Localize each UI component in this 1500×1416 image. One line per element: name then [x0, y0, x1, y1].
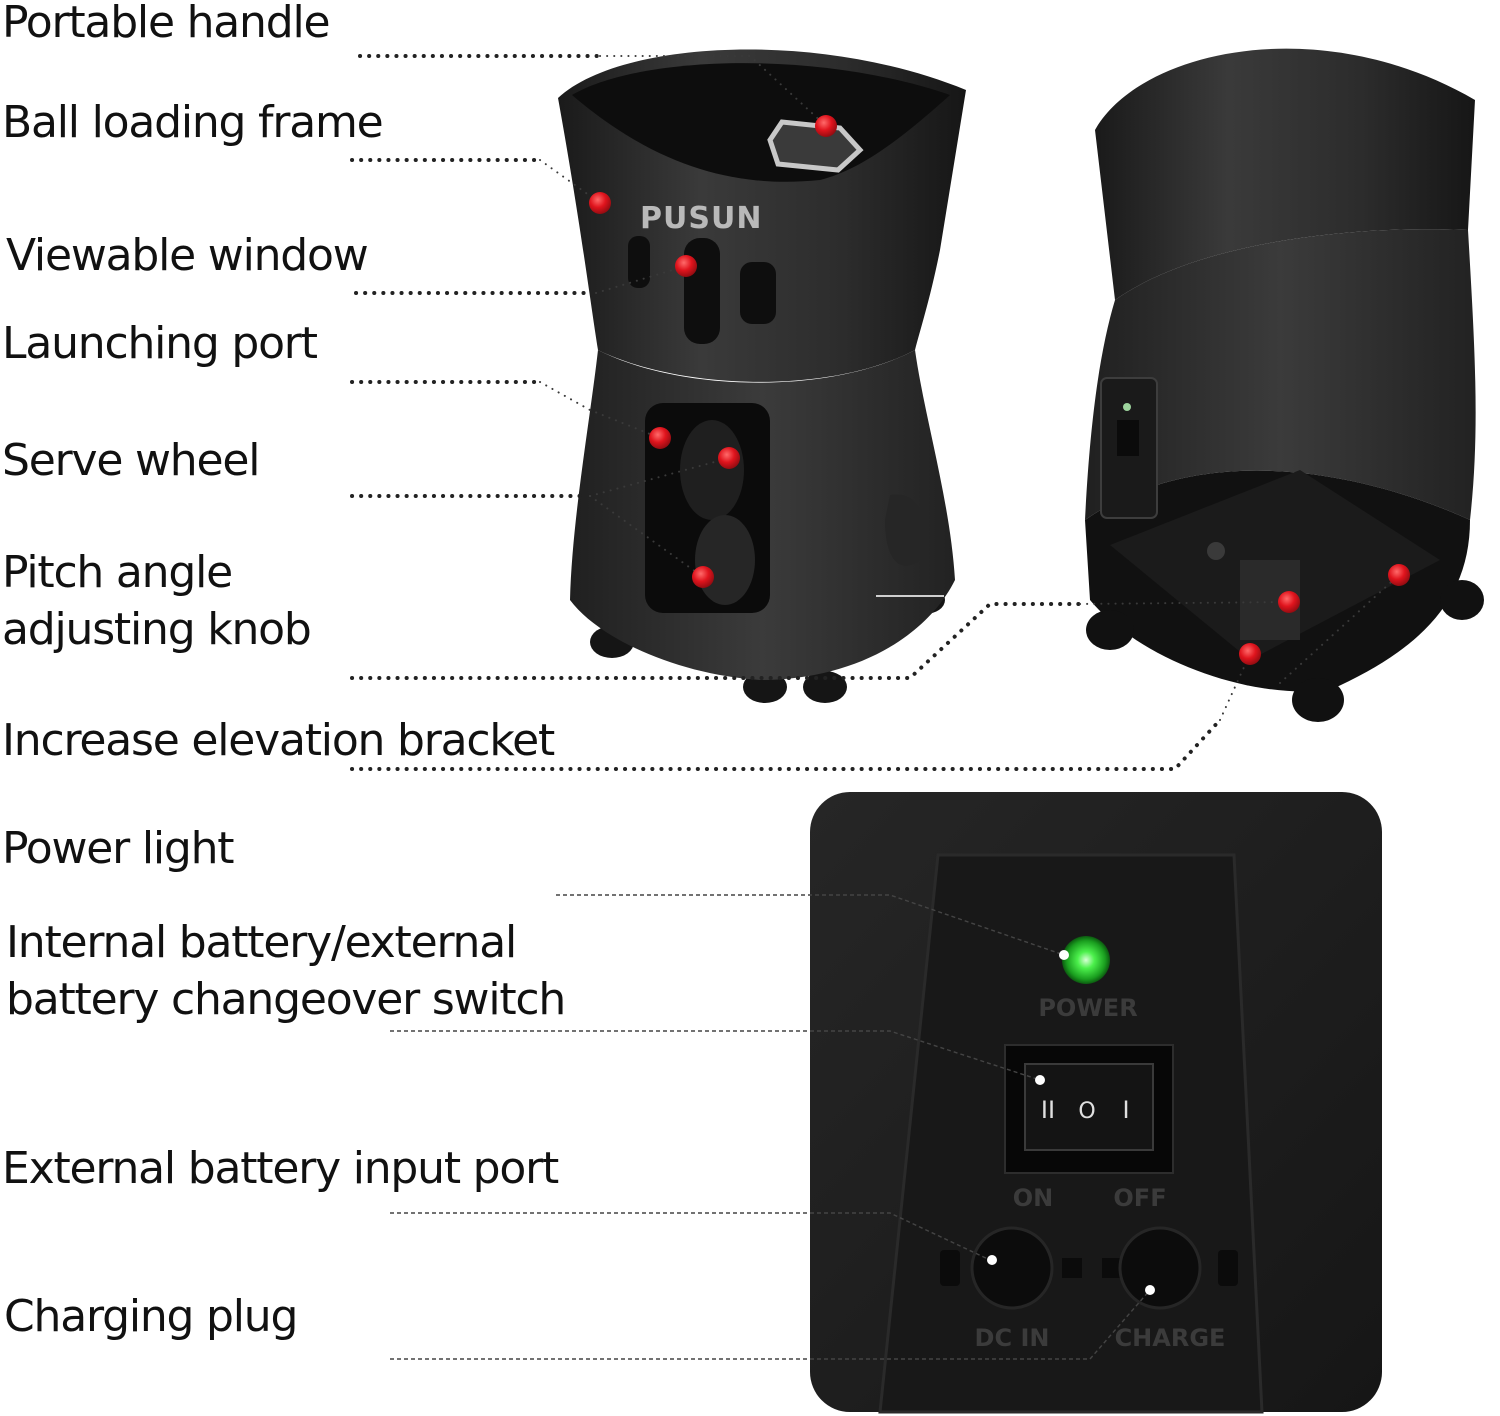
marker-loading-frame	[589, 192, 611, 214]
label-portable-handle: Portable handle	[2, 0, 331, 48]
brand-logo: PUSUN	[640, 201, 762, 236]
switch-off-label: OFF	[1113, 1184, 1166, 1212]
power-led-icon	[1062, 936, 1110, 984]
marker-serve-wheel-bottom	[692, 566, 714, 588]
marker-serve-wheel-top	[718, 447, 740, 469]
dc-in-port-icon	[970, 1226, 1054, 1310]
switch-symbol-left: II	[1041, 1096, 1055, 1124]
label-increase-elevation-bracket: Increase elevation bracket	[2, 715, 555, 766]
control-panel-closeup: POWER II O I ON OFF DC IN CHARGE	[810, 792, 1382, 1414]
label-launching-port: Launching port	[2, 318, 318, 369]
marker-bracket-left	[1239, 643, 1261, 665]
label-battery-changeover-switch: Internal battery/external battery change…	[6, 917, 566, 1025]
dc-in-label: DC IN	[975, 1324, 1050, 1352]
charge-label: CHARGE	[1115, 1324, 1226, 1352]
label-serve-wheel: Serve wheel	[2, 435, 260, 486]
marker-charge	[1145, 1285, 1155, 1295]
switch-symbol-center: O	[1078, 1099, 1095, 1124]
label-pitch-angle-knob: Pitch angle adjusting knob	[2, 547, 312, 655]
marker-launching-port	[649, 427, 671, 449]
charge-port-icon	[1118, 1226, 1202, 1310]
label-power-light: Power light	[2, 823, 235, 874]
label-ball-loading-frame: Ball loading frame	[2, 97, 384, 148]
switch-on-label: ON	[1013, 1184, 1054, 1212]
marker-switch	[1035, 1075, 1045, 1085]
marker-dc-in	[987, 1255, 997, 1265]
marker-handle	[815, 115, 837, 137]
ball-machine-rear-view	[1085, 48, 1484, 722]
label-charging-plug: Charging plug	[4, 1291, 298, 1342]
marker-power-light	[1059, 950, 1069, 960]
callout-markers	[589, 115, 1410, 1295]
switch-symbol-right: I	[1122, 1096, 1129, 1124]
marker-viewable-window	[675, 255, 697, 277]
label-external-battery-input-port: External battery input port	[2, 1143, 559, 1194]
leader-lines	[350, 54, 1400, 1360]
marker-pitch-knob	[1278, 591, 1300, 613]
marker-bracket-right	[1388, 564, 1410, 586]
label-viewable-window: Viewable window	[6, 230, 369, 281]
power-panel-label: POWER	[1038, 994, 1137, 1022]
ball-machine-front-view: PUSUN	[558, 49, 966, 703]
